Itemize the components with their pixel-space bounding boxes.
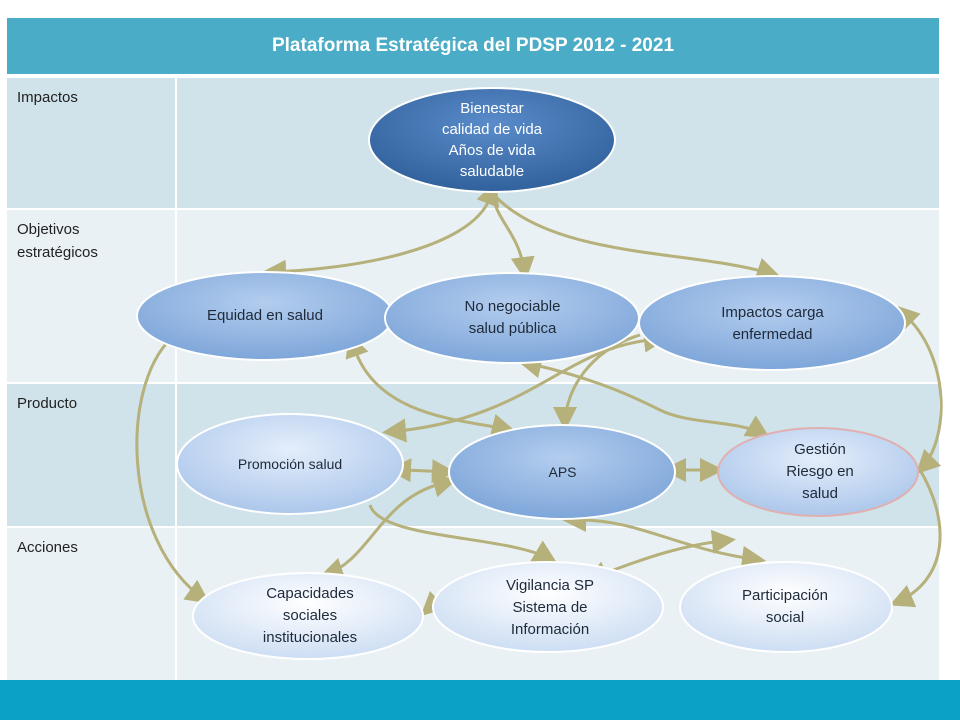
arrow-promocion-aps xyxy=(387,458,456,484)
arrow-gestion-participacion xyxy=(889,469,942,608)
arrow-aps-participacion xyxy=(562,508,766,570)
node-aps xyxy=(448,424,676,520)
footer-bar xyxy=(0,680,960,720)
arrow-equidad-capacidades xyxy=(135,323,210,604)
row-label-objetivos-line1: Objetivos xyxy=(17,221,80,238)
node-no-negociable xyxy=(384,272,640,364)
node-impactos-carga xyxy=(638,275,906,371)
node-bienestar xyxy=(368,87,616,193)
arrow-bienestar-equidad xyxy=(262,181,500,284)
arrow-impactos-gestion xyxy=(895,305,943,475)
row-label-impactos: Impactos xyxy=(7,78,177,208)
node-gestion xyxy=(717,427,919,517)
node-participacion xyxy=(679,561,893,653)
table-title: Plataforma Estratégica del PDSP 2012 - 2… xyxy=(7,18,939,74)
arrow-vigilancia-participacion xyxy=(583,529,736,585)
row-label-objetivos-line2: estratégicos xyxy=(17,244,98,262)
nodes xyxy=(136,87,919,660)
connector-arrows xyxy=(135,181,943,617)
row-label-acciones: Acciones xyxy=(7,528,177,680)
arrow-bienestar-impactos xyxy=(495,196,781,281)
arrow-bienestar-nonegociable xyxy=(491,197,535,281)
node-vigilancia xyxy=(432,561,664,653)
arrow-promocion-vigilancia xyxy=(368,504,558,564)
arrow-nonegociable-gestion xyxy=(517,354,771,439)
arrow-aps-capacidades xyxy=(319,473,458,581)
node-capacidades xyxy=(192,572,424,660)
node-equidad xyxy=(136,271,394,361)
node-promocion xyxy=(176,413,404,515)
